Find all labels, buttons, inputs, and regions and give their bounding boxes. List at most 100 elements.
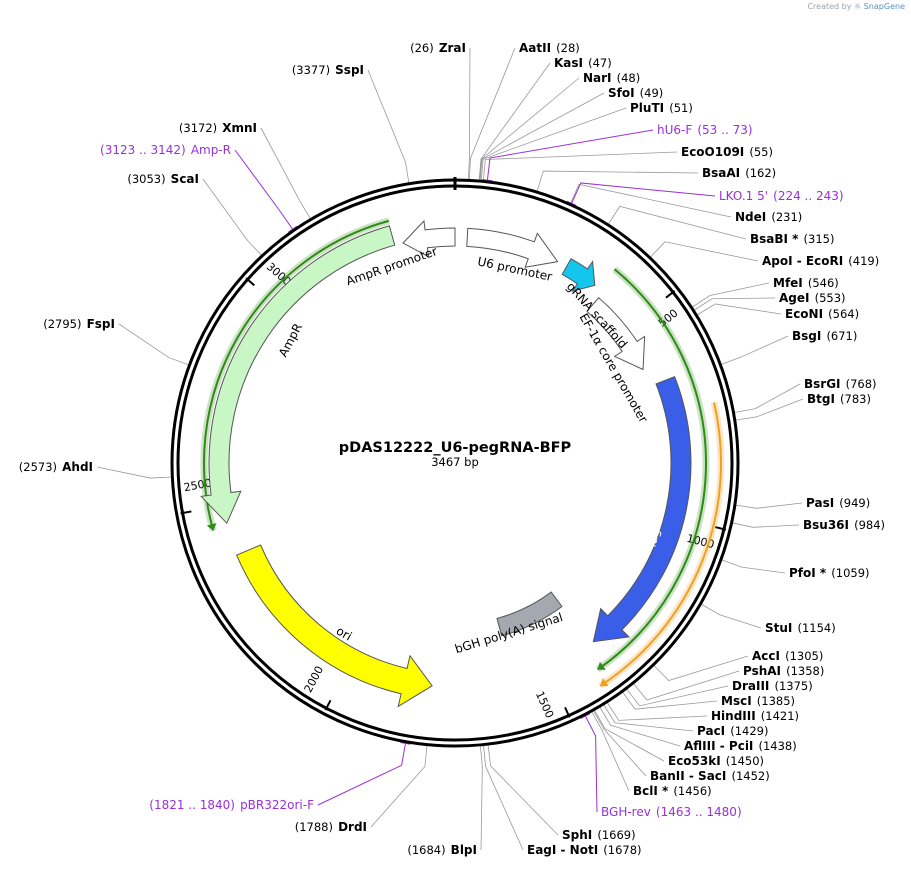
- feature-ori[interactable]: [235, 544, 433, 708]
- primer-label-bgh-rev[interactable]: BGH-rev (1463 .. 1480): [601, 801, 742, 820]
- site-label-bsgi[interactable]: BsgI (671): [792, 325, 857, 344]
- site-name-sspi: SspI: [335, 63, 364, 77]
- site-name-scai: ScaI: [171, 172, 199, 186]
- site-name-sfoi: SfoI: [608, 86, 635, 100]
- orf-arc-1[interactable]: [599, 402, 722, 687]
- site-pos-eagi-noti: (1678): [603, 843, 641, 857]
- site-line-sfoi: [479, 92, 605, 182]
- site-line-bsu36i: [731, 522, 800, 528]
- site-name-econi: EcoNI: [785, 307, 823, 321]
- site-label-mfei[interactable]: MfeI (546): [773, 272, 839, 291]
- site-label-sphi[interactable]: SphI (1669): [562, 824, 636, 843]
- site-name-fspi: FspI: [87, 317, 115, 331]
- plasmid-name: pDAS12222_U6-pegRNA-BFP: [339, 440, 572, 456]
- site-pos-paci: (1429): [730, 724, 768, 738]
- site-label-aatii[interactable]: AatII (28): [519, 37, 580, 56]
- site-label-draiii[interactable]: DraIII (1375): [732, 675, 813, 694]
- primer-range-amp-r: (3123 .. 3142): [100, 143, 186, 157]
- site-label-zrai[interactable]: (26) ZraI: [410, 37, 466, 56]
- feature-ef-1-core-promoter[interactable]: [586, 297, 646, 371]
- site-pos-bsrgi: (768): [846, 377, 877, 391]
- credit-prefix: Created by: [807, 2, 852, 11]
- site-pos-pshai: (1358): [786, 664, 824, 678]
- orf-arc-0[interactable]: [597, 268, 707, 671]
- orf-arc-2[interactable]: [203, 219, 390, 531]
- site-pos-pasi: (949): [839, 496, 870, 510]
- site-label-btgi[interactable]: BtgI (783): [807, 388, 871, 407]
- site-name-eagi-noti: EagI - NotI: [527, 843, 598, 857]
- site-name-aatii: AatII: [519, 41, 551, 55]
- site-pos-blpi: (1684): [407, 843, 445, 857]
- site-label-pfoi[interactable]: PfoI * (1059): [789, 562, 870, 581]
- site-label-bsu36i[interactable]: Bsu36I (984): [803, 514, 885, 533]
- feature-tagbfp[interactable]: [592, 375, 692, 643]
- feature-bgh-poly-a-signal[interactable]: [496, 591, 563, 637]
- site-line-eagi-noti: [483, 744, 524, 851]
- primer-label-pbr322ori-f[interactable]: (1821 .. 1840) pBR322ori-F: [149, 794, 314, 813]
- feature-grna-scaffold[interactable]: [561, 257, 596, 293]
- site-label-sfoi[interactable]: SfoI (49): [608, 82, 663, 101]
- site-name-drdi: DrdI: [338, 820, 367, 834]
- site-label-drdi[interactable]: (1788) DrdI: [295, 816, 367, 835]
- site-label-pshai[interactable]: PshAI (1358): [743, 660, 824, 679]
- site-label-paci[interactable]: PacI (1429): [697, 720, 769, 739]
- site-label-scai[interactable]: (3053) ScaI: [127, 168, 199, 187]
- site-pos-econi: (564): [828, 307, 859, 321]
- site-name-paci: PacI: [697, 724, 725, 738]
- site-label-ecoo109i[interactable]: EcoO109I (55): [681, 141, 773, 160]
- site-name-zrai: ZraI: [439, 41, 466, 55]
- site-label-hindiii[interactable]: HindIII (1421): [711, 705, 799, 724]
- site-line-sspi: [367, 69, 410, 184]
- site-label-blpi[interactable]: (1684) BlpI: [407, 839, 477, 858]
- site-name-stui: StuI: [765, 621, 792, 635]
- site-label-afliii-pcii[interactable]: AflIII - PciI (1438): [684, 735, 797, 754]
- site-label-banii-saci[interactable]: BanII - SacI (1452): [650, 765, 770, 784]
- site-line-eco53ki: [593, 709, 665, 762]
- site-name-ndei: NdeI: [735, 210, 766, 224]
- site-label-kasi[interactable]: KasI (47): [554, 52, 612, 71]
- feature-ampr[interactable]: [200, 225, 396, 525]
- site-label-msci[interactable]: MscI (1385): [721, 690, 795, 709]
- site-label-agei[interactable]: AgeI (553): [779, 287, 846, 306]
- primer-line-amp-r: [234, 149, 293, 230]
- site-label-bsrgi[interactable]: BsrGI (768): [804, 373, 877, 392]
- snapgene-logo: ☼ SnapGene: [854, 2, 905, 11]
- site-name-xmni: XmnI: [222, 121, 257, 135]
- site-line-draiii: [625, 685, 729, 707]
- site-label-bsabi[interactable]: BsaBI * (315): [750, 228, 834, 247]
- site-pos-sphi: (1669): [597, 828, 635, 842]
- site-name-pfoi: PfoI *: [789, 566, 827, 580]
- site-label-fspi[interactable]: (2795) FspI: [43, 313, 115, 332]
- site-pos-afliii-pcii: (1438): [759, 739, 797, 753]
- feature-u6-promoter[interactable]: [466, 227, 559, 268]
- feature-ampr-promoter[interactable]: [402, 219, 456, 258]
- site-name-eco53ki: Eco53kI: [668, 754, 721, 768]
- site-name-pshai: PshAI: [743, 664, 781, 678]
- site-pos-draiii: (1375): [774, 679, 812, 693]
- site-label-eagi-noti[interactable]: EagI - NotI (1678): [527, 839, 642, 858]
- primer-line-lko-1-5: [571, 182, 716, 204]
- site-label-bcli[interactable]: BclI * (1456): [633, 780, 712, 799]
- site-label-bsaai[interactable]: BsaAI (162): [702, 162, 776, 181]
- site-label-sspi[interactable]: (3377) SspI: [292, 59, 364, 78]
- site-label-xmni[interactable]: (3172) XmnI: [179, 117, 257, 136]
- site-label-apoi-ecori[interactable]: ApoI - EcoRI (419): [762, 250, 879, 269]
- site-label-acci[interactable]: AccI (1305): [752, 645, 823, 664]
- site-pos-bsgi: (671): [826, 329, 857, 343]
- site-line-hindiii: [606, 701, 708, 721]
- site-label-eco53ki[interactable]: Eco53kI (1450): [668, 750, 764, 769]
- site-label-ahdi[interactable]: (2573) AhdI: [19, 456, 93, 475]
- site-name-apoi-ecori: ApoI - EcoRI: [762, 254, 843, 268]
- site-label-stui[interactable]: StuI (1154): [765, 617, 836, 636]
- site-label-ndei[interactable]: NdeI (231): [735, 206, 802, 225]
- site-name-blpi: BlpI: [451, 843, 477, 857]
- site-label-econi[interactable]: EcoNI (564): [785, 303, 859, 322]
- site-label-pluti[interactable]: PluTI (51): [630, 97, 693, 116]
- site-line-fspi: [118, 323, 190, 366]
- site-line-pshai: [632, 670, 740, 701]
- primer-label-amp-r[interactable]: (3123 .. 3142) Amp-R: [100, 139, 231, 158]
- primer-label-hu6-f[interactable]: hU6-F (53 .. 73): [657, 119, 753, 138]
- site-label-pasi[interactable]: PasI (949): [806, 492, 870, 511]
- primer-label-lko-1-5[interactable]: LKO.1 5' (224 .. 243): [719, 185, 844, 204]
- site-label-nari[interactable]: NarI (48): [583, 67, 640, 86]
